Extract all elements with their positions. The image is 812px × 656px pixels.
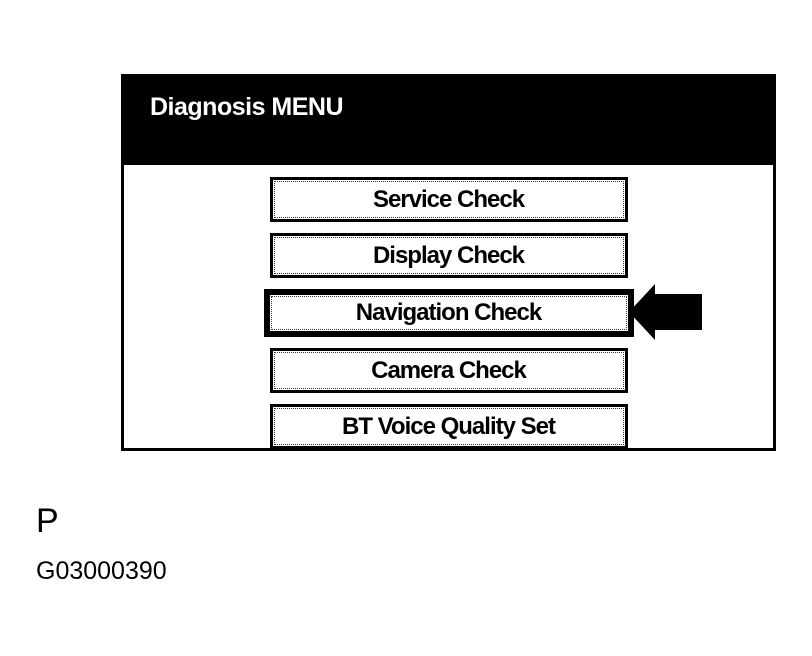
screen-header: Diagnosis MENU xyxy=(124,77,773,165)
menu-button-navigation-check[interactable]: Navigation Check xyxy=(263,289,634,337)
diagnosis-menu-screen: Diagnosis MENU Service Check Display Che… xyxy=(121,74,776,451)
menu-button-display-check[interactable]: Display Check xyxy=(269,233,628,278)
figure-label: P xyxy=(36,502,59,540)
menu-button-bt-voice-quality-set[interactable]: BT Voice Quality Set xyxy=(269,404,628,449)
menu-button-list: Service Check Display Check Navigation C… xyxy=(124,165,773,449)
menu-button-label: Display Check xyxy=(372,241,525,269)
menu-button-label: Camera Check xyxy=(371,356,527,384)
menu-button-service-check[interactable]: Service Check xyxy=(269,177,628,222)
menu-button-label: Service Check xyxy=(372,185,525,213)
menu-button-camera-check[interactable]: Camera Check xyxy=(269,348,628,393)
figure-id: G03000390 xyxy=(36,557,167,585)
screen-title: Diagnosis MENU xyxy=(150,93,344,121)
menu-button-label: Navigation Check xyxy=(355,299,542,326)
menu-button-label: BT Voice Quality Set xyxy=(342,412,556,440)
